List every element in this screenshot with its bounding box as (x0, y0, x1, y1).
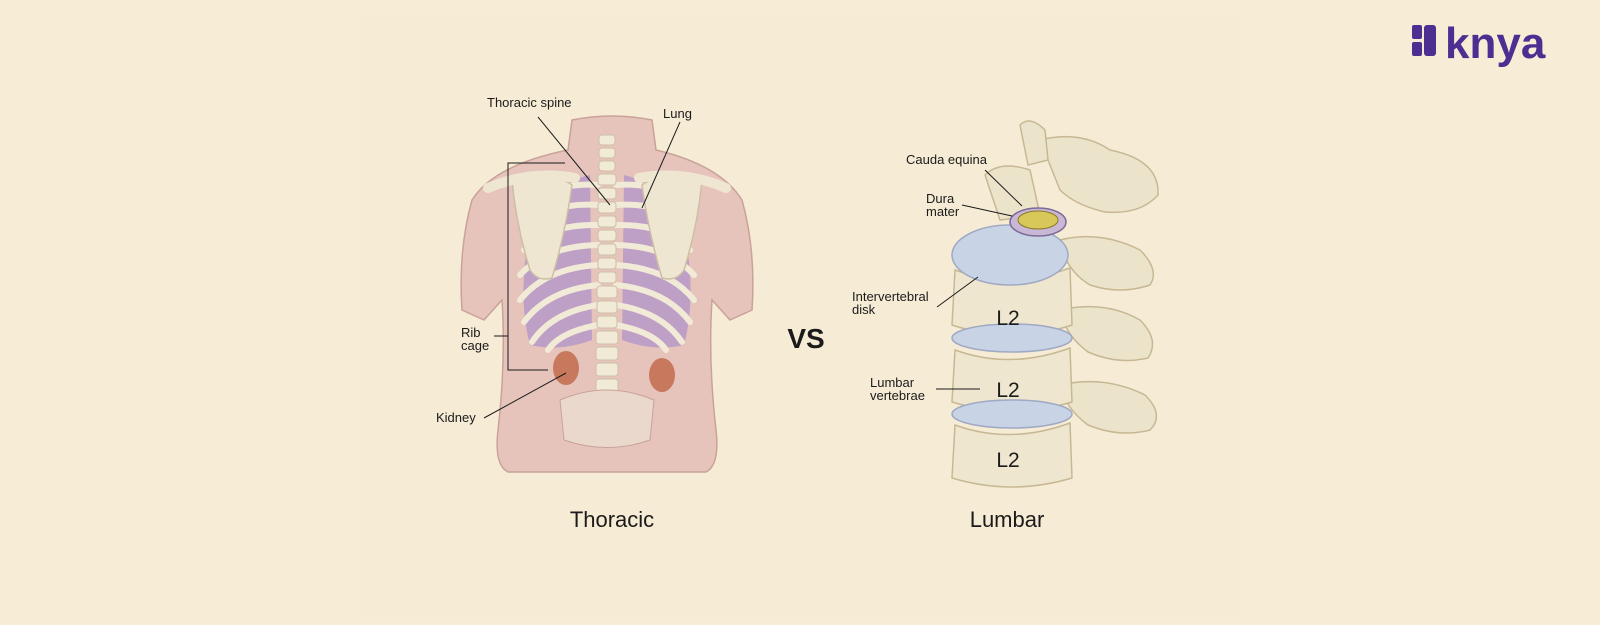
label-lumbar-vertebrae-line1: Lumbar (870, 375, 915, 390)
label-intervertebral-disk-line2: disk (852, 302, 876, 317)
vertebra-label-3: L2 (996, 449, 1019, 472)
label-cauda-equina: Cauda equina (906, 152, 988, 167)
brand-logo-wordmark: knya (1445, 19, 1546, 68)
label-rib-cage-line1: Rib (461, 325, 481, 340)
label-rib-cage-line2: cage (461, 338, 489, 353)
brand-logo-mark (1412, 25, 1436, 56)
label-lung: Lung (663, 106, 692, 121)
thoracic-spine (595, 134, 619, 393)
label-intervertebral-disk-line1: Intervertebral (852, 289, 929, 304)
caption-thoracic: Thoracic (570, 507, 654, 532)
caption-lumbar: Lumbar (970, 507, 1045, 532)
thoracic-leader-lines (483, 116, 681, 419)
left-kidney (553, 351, 579, 385)
vertebra-label-2: L2 (996, 379, 1019, 402)
thoracic-illustration (460, 115, 754, 473)
brand-logo: knya (1412, 19, 1546, 68)
lumbar-illustration (951, 120, 1159, 488)
right-kidney (649, 358, 675, 392)
cauda-equina-shape (1017, 210, 1059, 230)
lumbar-leader-lines (936, 169, 1023, 390)
label-dura-mater-line1: Dura (926, 191, 955, 206)
vs-separator: VS (787, 323, 824, 354)
label-thoracic-spine: Thoracic spine (487, 95, 572, 110)
vertebra-body-3 (951, 421, 1073, 488)
vertebra-label-1: L2 (996, 307, 1019, 330)
label-lumbar-vertebrae-line2: vertebrae (870, 388, 925, 403)
label-kidney: Kidney (436, 410, 476, 425)
intervertebral-disk-mid (951, 323, 1073, 353)
label-dura-mater-line2: mater (926, 204, 960, 219)
intervertebral-disk-low (951, 399, 1073, 429)
